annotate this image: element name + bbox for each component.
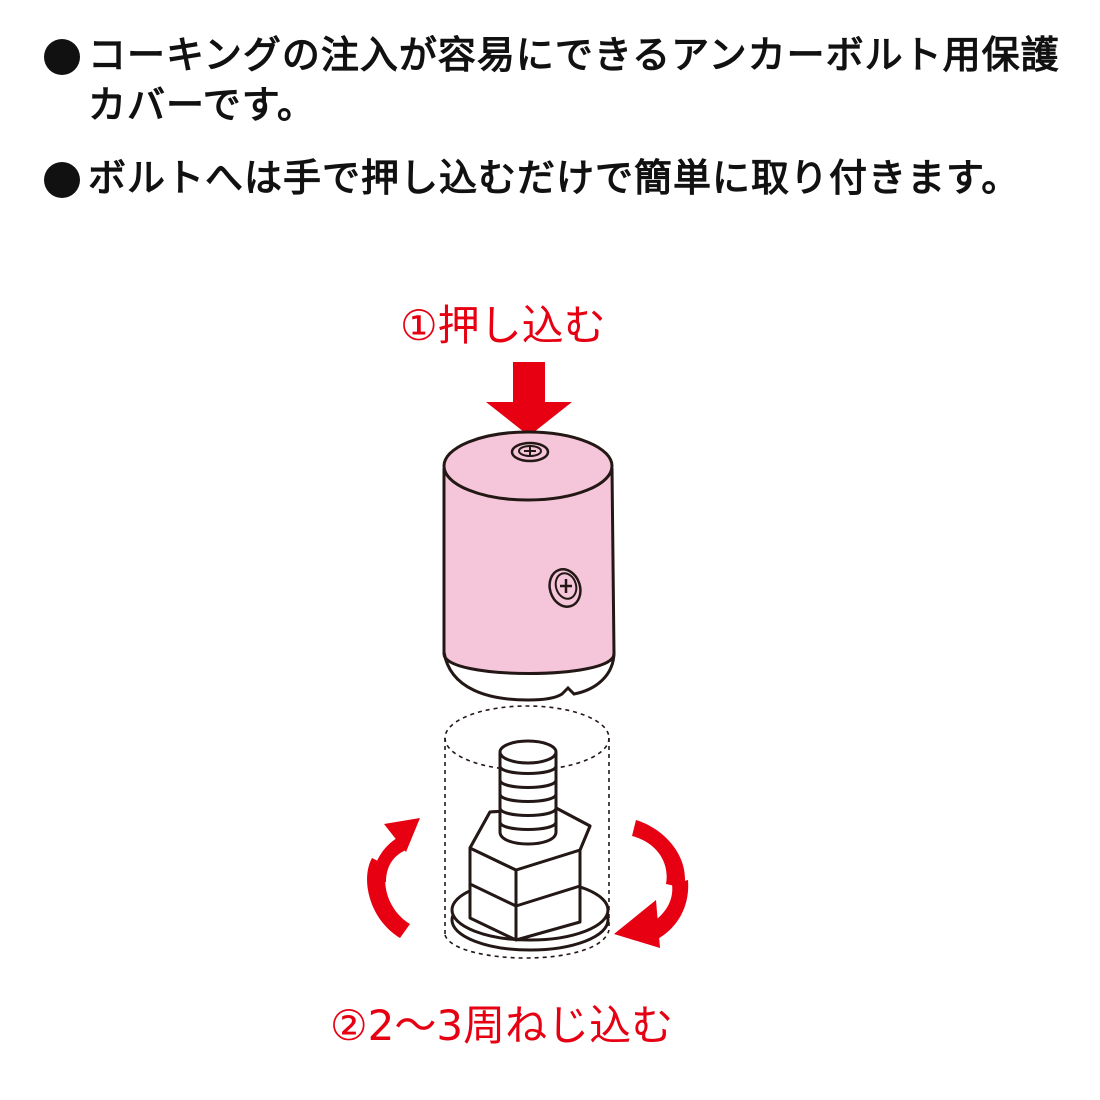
screw-head-icon [510, 441, 550, 463]
description-text: ボルトへは手で押し込むだけで簡単に取り付きます。 [88, 156, 1021, 200]
anchor-bolt [498, 739, 558, 846]
protective-cover [442, 430, 616, 702]
cover-outline-dashed [444, 705, 610, 959]
description-list: コーキングの注入が容易にできるアンカーボルト用保護カバーです。 ボルトへは手で押… [44, 30, 1084, 233]
step2-label: ②2〜3周ねじ込む [330, 1001, 674, 1050]
down-arrow-icon [486, 362, 572, 436]
phillips-screw-icon [548, 568, 582, 608]
step1-label: ①押し込む [400, 301, 606, 350]
rotate-right-arrow-icon [614, 820, 689, 948]
description-text: コーキングの注入が容易にできるアンカーボルト用保護カバーです。 [88, 33, 1060, 127]
description-item: ボルトへは手で押し込むだけで簡単に取り付きます。 [44, 153, 1084, 210]
rotate-left-arrow-icon [367, 818, 420, 938]
description-item: コーキングの注入が容易にできるアンカーボルト用保護カバーです。 [44, 30, 1084, 130]
